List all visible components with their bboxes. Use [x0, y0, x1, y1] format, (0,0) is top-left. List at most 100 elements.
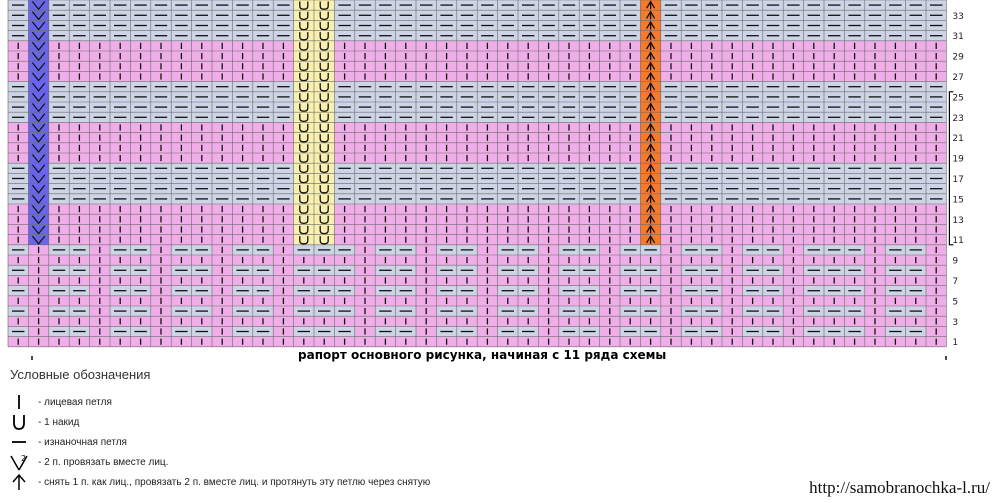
- yarn-over-symbol: [299, 42, 309, 51]
- k2tog-symbol: [31, 72, 46, 82]
- row-number-label: 1: [952, 338, 958, 348]
- chart-cell: [28, 112, 49, 123]
- chart-cell: [293, 204, 314, 215]
- chart-cell: [293, 51, 314, 62]
- k2tog-symbol: [31, 174, 46, 184]
- yarn-over-symbol: [319, 21, 329, 31]
- chart-cell: [314, 61, 335, 72]
- chart-cell: [28, 214, 49, 225]
- k2tog-symbol: [31, 143, 46, 153]
- yarn-over-symbol: [319, 83, 329, 92]
- lace-section-bracket: [948, 91, 954, 246]
- row-number-label: 11: [952, 236, 963, 246]
- yarn-over-symbol: [319, 123, 329, 133]
- yarn-over-symbol: [319, 215, 329, 225]
- chart-cell: [314, 163, 335, 174]
- yarn-over-symbol: [299, 144, 309, 153]
- chart-cell: [28, 224, 49, 235]
- yarn-over-symbol: [299, 134, 309, 143]
- k2tog-symbol: [31, 1, 46, 11]
- legend-item-knit: - лицевая петля: [8, 392, 112, 412]
- chart-cell: [314, 112, 335, 123]
- chart-cell: [28, 10, 49, 21]
- chart-cell: [314, 153, 335, 164]
- yarn-over-symbol: [299, 62, 309, 72]
- legend-title: Условные обозначения: [10, 367, 151, 382]
- row-number-label: 31: [952, 32, 963, 42]
- row-number-label: 21: [952, 134, 963, 144]
- chart-cell: [314, 224, 335, 235]
- svg-text:2: 2: [21, 454, 26, 463]
- repeat-caption: рапорт основного рисунка, начиная с 11 р…: [296, 348, 669, 362]
- chart-cell: [28, 153, 49, 164]
- legend-item-yarn-over: - 1 накид: [8, 412, 79, 432]
- row-number-label: 13: [952, 216, 963, 226]
- yarn-over-symbol: [319, 174, 329, 184]
- chart-cell: [293, 214, 314, 225]
- k2tog-symbol: [31, 225, 46, 235]
- chart-cell: [314, 0, 335, 11]
- yarn-over-symbol: [319, 103, 329, 112]
- legend-label-central-decrease: - снять 1 п. как лиц., провязать 2 п. вм…: [38, 476, 431, 488]
- k2tog-symbol: [31, 52, 46, 62]
- chart-cell: [314, 51, 335, 62]
- yarn-over-symbol: [319, 52, 329, 61]
- chart-cell: [293, 132, 314, 143]
- yarn-over-symbol: [299, 215, 309, 225]
- chart-cell: [314, 234, 335, 245]
- yarn-over-symbol: [299, 52, 309, 61]
- yarn-over-symbol: [299, 195, 309, 204]
- row-number-label: 7: [952, 277, 958, 287]
- yarn-over-symbol: [319, 134, 329, 143]
- chart-cell: [314, 91, 335, 102]
- chart-cell: [28, 91, 49, 102]
- chart-cell: [28, 30, 49, 41]
- row-number-label: 9: [952, 257, 958, 267]
- yarn-over-symbol: [319, 185, 329, 194]
- row-number-label: 29: [952, 53, 964, 63]
- chart-cell: [314, 71, 335, 82]
- chart-cell: [28, 132, 49, 143]
- k2tog-symbol: [31, 194, 46, 204]
- chart-cell: [28, 61, 49, 72]
- k2tog-icon: 2: [10, 454, 28, 471]
- chart-cell: [293, 224, 314, 235]
- k2tog-symbol: [31, 113, 46, 123]
- chart-cell: [28, 0, 49, 11]
- yarn-over-symbol: [319, 93, 329, 102]
- chart-cell: [293, 193, 314, 204]
- chart-cell: [314, 183, 335, 194]
- k2tog-symbol: [31, 21, 46, 31]
- yarn-over-symbol: [319, 11, 329, 21]
- yarn-over-symbol: [319, 205, 329, 214]
- row-number-label: 5: [952, 297, 958, 307]
- yarn-over-symbol: [319, 62, 329, 72]
- row-number-label: 33: [952, 12, 963, 22]
- yarn-over-symbol: [299, 32, 309, 41]
- chart-cell: [28, 81, 49, 92]
- k2tog-symbol: [31, 62, 46, 72]
- yarn-over-symbol: [299, 11, 309, 21]
- chart-cell: [28, 122, 49, 133]
- legend-label-k2tog: - 2 п. провязать вместе лиц.: [38, 456, 169, 468]
- chart-cell: [28, 51, 49, 62]
- chart-cell: [28, 183, 49, 194]
- legend-item-purl: - изнаночная петля: [8, 432, 127, 452]
- purl-stitch-icon: [12, 441, 26, 443]
- yarn-over-symbol: [299, 72, 309, 82]
- chart-cell: [314, 40, 335, 51]
- chart-cell: [28, 142, 49, 153]
- chart-cell: [293, 163, 314, 174]
- yarn-over-symbol: [299, 123, 309, 133]
- chart-cell: [293, 81, 314, 92]
- yarn-over-symbol: [319, 154, 329, 163]
- k2tog-symbol: [31, 235, 46, 245]
- central-decrease-icon: [12, 473, 26, 490]
- chart-cell: [314, 142, 335, 153]
- chart-cell: [293, 10, 314, 21]
- yarn-over-symbol: [299, 185, 309, 194]
- yarn-over-symbol: [319, 42, 329, 51]
- yarn-over-symbol: [299, 225, 309, 235]
- row-number-label: 19: [952, 155, 964, 165]
